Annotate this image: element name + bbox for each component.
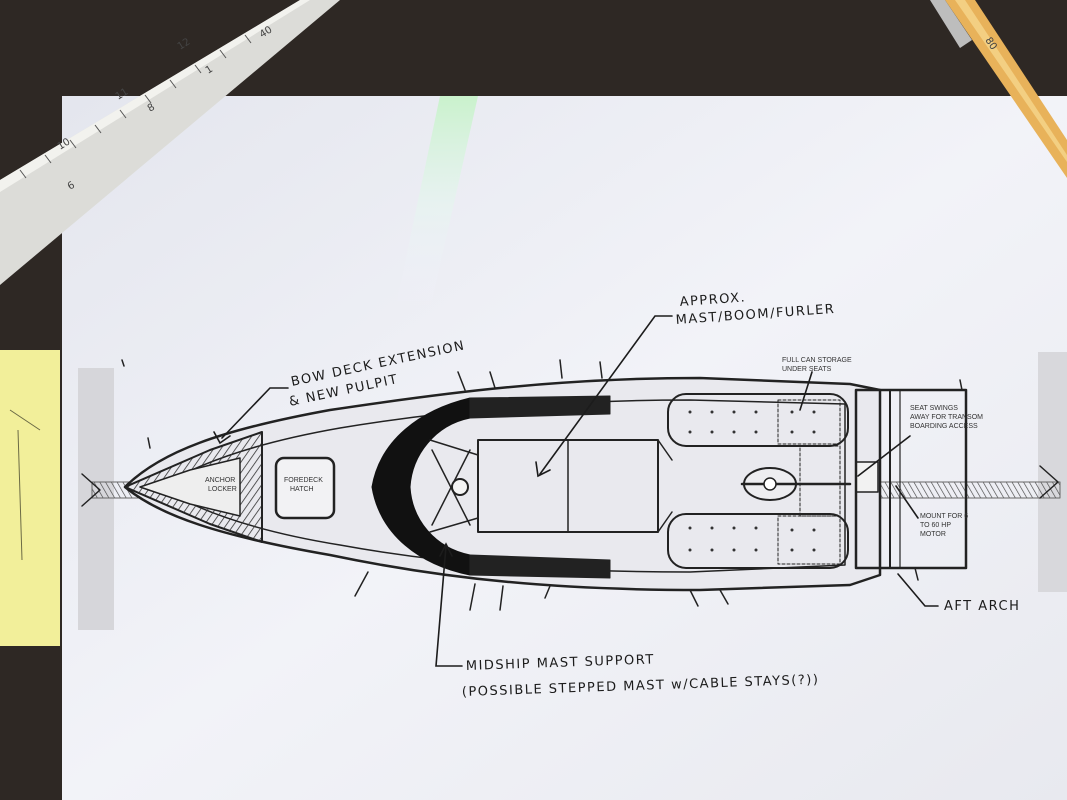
anchor-locker-label: ANCHOR <box>205 477 235 484</box>
seat-swing-label: BOARDING ACCESS <box>910 423 978 430</box>
ruler-tick-label: 8 <box>146 102 157 115</box>
motor-mount-label: MOUNT FOR 6 <box>920 513 968 520</box>
seat-forward <box>667 393 849 447</box>
storage-label: FULL CAN STORAGE <box>782 357 852 364</box>
aft-arch-annotation: AFT ARCH <box>944 599 1020 614</box>
motor-mount-label: TO 60 HP <box>920 522 951 529</box>
printed-labels: FULL CAN STORAGE UNDER SEATS SEAT SWINGS… <box>205 357 983 538</box>
seat-swing-label: SEAT SWINGS <box>910 405 958 412</box>
midship-annotation: MIDSHIP MAST SUPPORT <box>466 652 655 674</box>
pencil: 80 <box>930 0 1067 178</box>
ruler-tick-label: 1 <box>204 64 215 77</box>
foredeck-hatch <box>274 456 336 520</box>
anchor-locker-label: LOCKER <box>208 486 237 493</box>
sticky-note <box>0 350 60 646</box>
ruler-tick-label: 6 <box>66 180 77 193</box>
foredeck-hatch-label: HATCH <box>290 486 314 493</box>
aft-arch-frame <box>854 388 968 570</box>
seat-swing-label: AWAY FOR TRANSOM <box>910 414 983 421</box>
mast-annotation: APPROX. <box>679 290 746 310</box>
storage-label: UNDER SEATS <box>782 366 832 373</box>
copy-edge-right <box>1038 352 1067 592</box>
boat-drawing <box>81 359 1061 611</box>
copy-edge-left <box>78 368 114 630</box>
seat-aft <box>667 513 849 569</box>
motor-mount-label: MOTOR <box>920 531 946 538</box>
light-glare <box>395 96 478 310</box>
foredeck-hatch-label: FOREDECK <box>284 477 323 484</box>
